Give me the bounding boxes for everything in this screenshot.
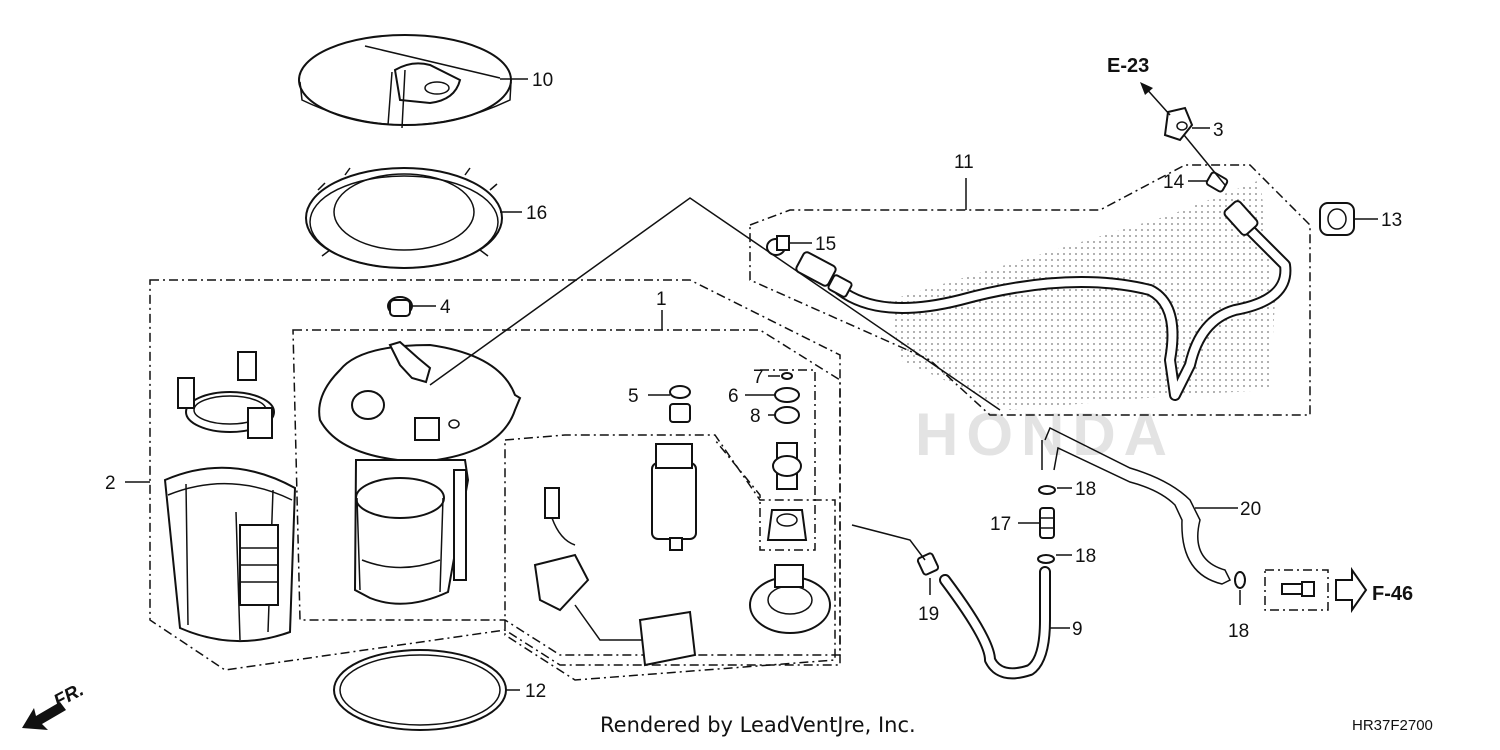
part-12-gasket-inner xyxy=(339,654,501,726)
part-7-oring[interactable] xyxy=(781,372,793,380)
direction-arrow-icon xyxy=(22,702,66,730)
assembly-11-boundary xyxy=(749,164,1311,416)
callout-1: 1 xyxy=(656,289,667,310)
part-10-lid[interactable] xyxy=(298,34,512,129)
callout-2: 2 xyxy=(105,473,116,494)
stipple-shading xyxy=(890,180,1275,410)
fitting-boundary xyxy=(1264,569,1329,611)
part-17-joint[interactable] xyxy=(1039,507,1055,539)
part-11-connector-right[interactable] xyxy=(1223,199,1259,236)
callout-6: 6 xyxy=(728,386,739,407)
diagram-code: HR37F2700 xyxy=(1352,717,1433,734)
callout-14: 14 xyxy=(1163,172,1185,193)
callout-11: 11 xyxy=(954,152,974,173)
part-level-sender[interactable] xyxy=(533,487,697,667)
part-filter-cap[interactable] xyxy=(766,509,808,541)
credit-text: Rendered by LeadVentJre, Inc. xyxy=(600,713,916,737)
seal-group-boundary xyxy=(714,369,816,551)
watermark-text: HONDA xyxy=(915,401,1175,468)
leader-outlet-link xyxy=(429,197,1001,411)
part-20-tube-outer[interactable] xyxy=(1044,426,1232,585)
part-18-clip-mid[interactable] xyxy=(1037,554,1055,564)
callout-12: 12 xyxy=(525,681,546,702)
part-pump-base[interactable] xyxy=(749,564,831,634)
ref-e23: E-23 xyxy=(1107,55,1149,77)
part-18-clip-bottom[interactable] xyxy=(1234,571,1246,589)
part-fitting[interactable] xyxy=(1281,581,1315,597)
callout-3: 3 xyxy=(1213,120,1224,141)
callout-16: 16 xyxy=(526,203,547,224)
part-9-hose-inner xyxy=(941,568,1049,678)
callout-18-bottom: 18 xyxy=(1228,621,1249,642)
callout-4: 4 xyxy=(440,297,451,318)
callout-20: 20 xyxy=(1240,499,1261,520)
part-5-seal[interactable] xyxy=(669,385,691,423)
part-6-oring[interactable] xyxy=(774,387,800,403)
callout-18-mid: 18 xyxy=(1075,546,1096,567)
part-3-bracket[interactable] xyxy=(1163,106,1194,142)
part-12-gasket[interactable] xyxy=(333,649,507,731)
reference-arrowhead xyxy=(1140,82,1153,95)
callout-19: 19 xyxy=(918,604,939,625)
callout-10: 10 xyxy=(532,70,553,91)
part-15-clip[interactable] xyxy=(766,235,790,256)
assembly-1-boundary xyxy=(292,329,841,656)
assembly-2-boundary xyxy=(149,279,841,671)
part-19-clamp[interactable] xyxy=(916,552,940,576)
part-2-clamp[interactable] xyxy=(177,351,275,439)
part-13-grommet[interactable] xyxy=(1319,202,1355,236)
part-11-connector-left[interactable] xyxy=(795,251,853,298)
part-14-clip[interactable] xyxy=(1205,171,1229,193)
part-8-oring[interactable] xyxy=(774,406,800,424)
part-1-pump-module[interactable] xyxy=(318,340,522,605)
reference-arrow-icon-f46 xyxy=(1335,566,1368,614)
part-9-hose[interactable] xyxy=(939,566,1051,680)
callout-9: 9 xyxy=(1072,619,1083,640)
leader-19-link xyxy=(851,524,926,561)
callout-17: 17 xyxy=(990,514,1011,535)
ref-f46: F-46 xyxy=(1372,583,1413,605)
leader-3 xyxy=(1183,134,1226,186)
sender-boundary xyxy=(504,434,836,681)
part-regulator[interactable] xyxy=(772,442,802,490)
callout-13: 13 xyxy=(1381,210,1402,231)
part-18-clip-top[interactable] xyxy=(1038,485,1056,495)
callout-8: 8 xyxy=(750,406,761,427)
callout-7: 7 xyxy=(753,367,764,388)
part-2-housing[interactable] xyxy=(163,466,297,643)
part-11-hose-inner xyxy=(836,221,1290,399)
callout-18-top: 18 xyxy=(1075,479,1096,500)
part-pump-motor[interactable] xyxy=(651,443,697,551)
callout-15: 15 xyxy=(815,234,836,255)
part-16-ring[interactable] xyxy=(305,167,503,269)
part-4-grommet[interactable] xyxy=(387,296,413,317)
callout-5: 5 xyxy=(628,386,639,407)
